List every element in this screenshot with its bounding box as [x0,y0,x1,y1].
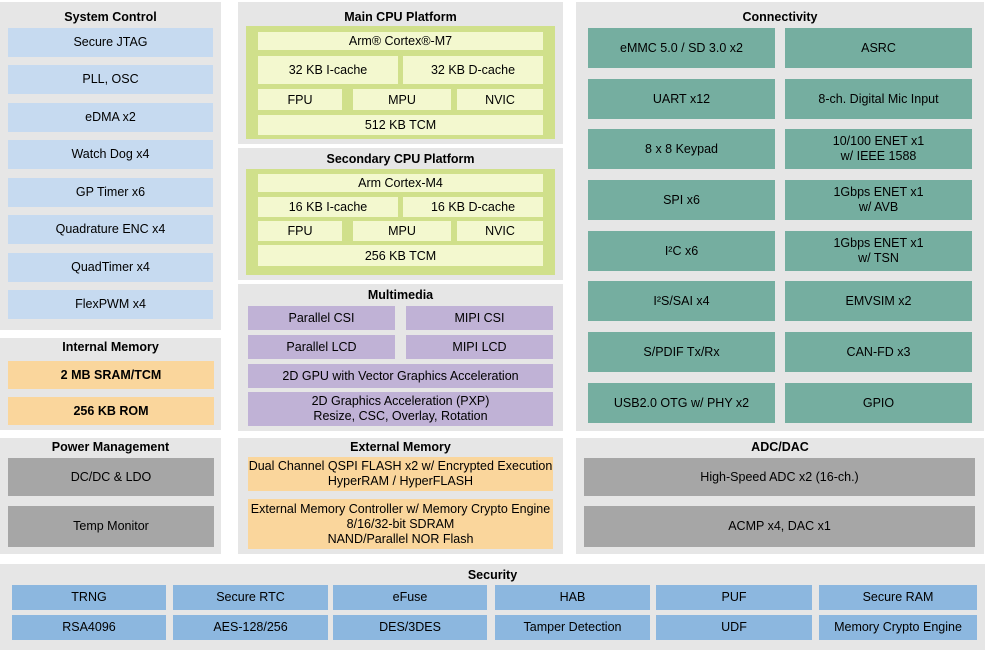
secure-rtc-block: Secure RTC [173,585,328,610]
adc-dac-panel: ADC/DAC High-Speed ADC x2 (16-ch.) ACMP … [576,438,984,554]
m7-fpu-block: FPU [258,89,342,110]
adc-dac-title: ADC/DAC [751,440,809,454]
m7-core-block: Arm® Cortex®-M7 [258,32,543,50]
uart-block: UART x12 [588,79,775,119]
high-speed-adc-block: High-Speed ADC x2 (16-ch.) [584,458,975,496]
secure-jtag-block: Secure JTAG [8,28,213,57]
rsa4096-block: RSA4096 [12,615,166,640]
i2c-block: I²C x6 [588,231,775,271]
m4-nvic-block: NVIC [457,221,543,241]
connectivity-panel: Connectivity eMMC 5.0 / SD 3.0 x2 ASRC U… [576,2,984,431]
emmc-sd-block: eMMC 5.0 / SD 3.0 x2 [588,28,775,68]
internal-memory-panel: Internal Memory 2 MB SRAM/TCM 256 KB ROM [0,338,221,430]
quadtimer-block: QuadTimer x4 [8,253,213,282]
emvsim-block: EMVSIM x2 [785,281,972,321]
m4-core-block: Arm Cortex-M4 [258,174,543,192]
multimedia-panel: Multimedia Parallel CSI MIPI CSI Paralle… [238,284,563,431]
keypad-block: 8 x 8 Keypad [588,129,775,169]
m4-mpu-block: MPU [353,221,451,241]
temp-monitor-block: Temp Monitor [8,506,214,547]
efuse-block: eFuse [333,585,487,610]
mipi-csi-block: MIPI CSI [406,306,553,330]
2d-gpu-block: 2D GPU with Vector Graphics Acceleration [248,364,553,388]
qspi-flash-block: Dual Channel QSPI FLASH x2 w/ Encrypted … [248,457,553,491]
digital-mic-block: 8-ch. Digital Mic Input [785,79,972,119]
m7-icache-block: 32 KB I-cache [258,56,398,84]
main-cpu-panel: Main CPU Platform Arm® Cortex®-M7 32 KB … [238,2,563,144]
watch-dog-block: Watch Dog x4 [8,140,213,169]
dcdc-ldo-block: DC/DC & LDO [8,458,214,496]
parallel-lcd-block: Parallel LCD [248,335,395,359]
external-memory-title: External Memory [350,440,451,454]
mipi-lcd-block: MIPI LCD [406,335,553,359]
acmp-dac-block: ACMP x4, DAC x1 [584,506,975,547]
enet-tsn-block: 1Gbps ENET x1 w/ TSN [785,231,972,271]
hab-block: HAB [495,585,650,610]
m4-dcache-block: 16 KB D-cache [403,197,543,217]
des-3des-block: DES/3DES [333,615,487,640]
power-management-title: Power Management [51,440,170,454]
aes-block: AES-128/256 [173,615,328,640]
flexpwm-block: FlexPWM x4 [8,290,213,319]
rom-block: 256 KB ROM [8,397,214,425]
trng-block: TRNG [12,585,166,610]
internal-memory-title: Internal Memory [62,340,159,354]
external-memory-panel: External Memory Dual Channel QSPI FLASH … [238,438,563,554]
security-title: Security [467,568,518,582]
can-fd-block: CAN-FD x3 [785,332,972,372]
asrc-block: ASRC [785,28,972,68]
tamper-detection-block: Tamper Detection [495,615,650,640]
spi-block: SPI x6 [588,180,775,220]
edma-block: eDMA x2 [8,103,213,132]
external-memory-controller-block: External Memory Controller w/ Memory Cry… [248,499,553,549]
m4-fpu-block: FPU [258,221,342,241]
m4-icache-block: 16 KB I-cache [258,197,398,217]
m4-tcm-block: 256 KB TCM [258,245,543,266]
usb-otg-block: USB2.0 OTG w/ PHY x2 [588,383,775,423]
enet-1588-block: 10/100 ENET x1 w/ IEEE 1588 [785,129,972,169]
m7-dcache-block: 32 KB D-cache [403,56,543,84]
sram-tcm-block: 2 MB SRAM/TCM [8,361,214,389]
multimedia-title: Multimedia [367,288,434,302]
parallel-csi-block: Parallel CSI [248,306,395,330]
system-control-panel: System Control Secure JTAG PLL, OSC eDMA… [0,2,221,330]
secondary-cpu-panel: Secondary CPU Platform Arm Cortex-M4 16 … [238,148,563,280]
secondary-cpu-title: Secondary CPU Platform [326,152,475,166]
m7-mpu-block: MPU [353,89,451,110]
power-management-panel: Power Management DC/DC & LDO Temp Monito… [0,438,221,554]
main-cpu-green-area: Arm® Cortex®-M7 32 KB I-cache 32 KB D-ca… [246,26,555,139]
security-panel: Security TRNG Secure RTC eFuse HAB PUF S… [0,564,985,650]
gpio-block: GPIO [785,383,972,423]
gp-timer-block: GP Timer x6 [8,178,213,207]
secondary-cpu-green-area: Arm Cortex-M4 16 KB I-cache 16 KB D-cach… [246,169,555,275]
quadrature-enc-block: Quadrature ENC x4 [8,215,213,244]
puf-block: PUF [656,585,812,610]
connectivity-title: Connectivity [742,10,818,24]
enet-avb-block: 1Gbps ENET x1 w/ AVB [785,180,972,220]
main-cpu-title: Main CPU Platform [344,10,457,24]
pll-osc-block: PLL, OSC [8,65,213,94]
memory-crypto-engine-block: Memory Crypto Engine [819,615,977,640]
pxp-block: 2D Graphics Acceleration (PXP) Resize, C… [248,392,553,426]
system-control-title: System Control [64,10,157,24]
m7-nvic-block: NVIC [457,89,543,110]
spdif-block: S/PDIF Tx/Rx [588,332,775,372]
i2s-sai-block: I²S/SAI x4 [588,281,775,321]
secure-ram-block: Secure RAM [819,585,977,610]
udf-block: UDF [656,615,812,640]
m7-tcm-block: 512 KB TCM [258,115,543,135]
